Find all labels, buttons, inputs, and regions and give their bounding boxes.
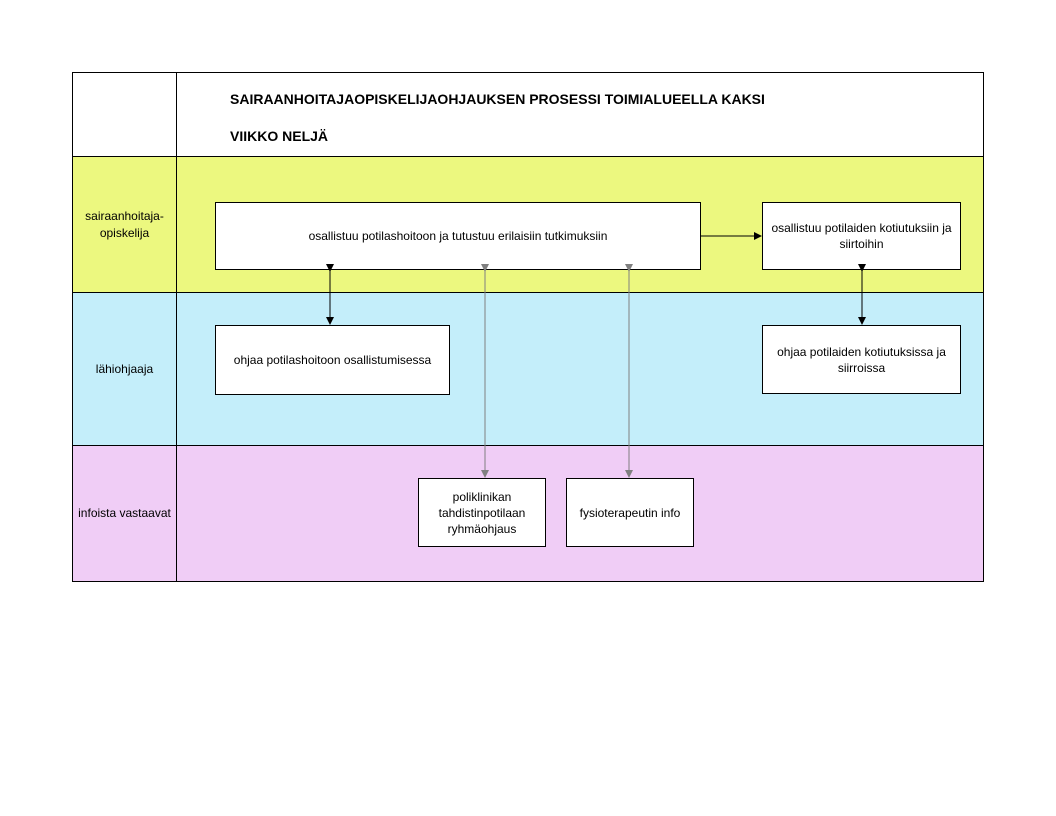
lane-label-supervisor: lähiohjaaja: [73, 293, 177, 445]
header-label-cell: [73, 73, 177, 156]
box-student-patient-care: osallistuu potilashoitoon ja tutustuu er…: [215, 202, 701, 270]
process-diagram: SAIRAANHOITAJAOPISKELIJAOHJAUKSEN PROSES…: [72, 72, 984, 582]
box-supervisor-discharge: ohjaa potilaiden kotiutuksissa ja siirro…: [762, 325, 961, 394]
lane-label-student-text: sairaanhoitaja-opiskelija: [85, 208, 164, 240]
lane-label-info: infoista vastaavat: [73, 446, 177, 581]
box-info-pacemaker: poliklinikan tahdistinpotilaan ryhmäohja…: [418, 478, 546, 547]
lane-info: infoista vastaavat: [73, 446, 983, 581]
lane-label-supervisor-text: lähiohjaaja: [95, 361, 154, 376]
lane-label-student: sairaanhoitaja-opiskelija: [73, 157, 177, 292]
box-supervisor-discharge-text: ohjaa potilaiden kotiutuksissa ja siirro…: [777, 344, 946, 375]
box-supervisor-care: ohjaa potilashoitoon osallistumisessa: [215, 325, 450, 395]
box-student-discharge: osallistuu potilaiden kotiutuksiin ja si…: [762, 202, 961, 270]
box-student-discharge-text: osallistuu potilaiden kotiutuksiin ja si…: [771, 221, 952, 251]
box-info-physio: fysioterapeutin info: [566, 478, 694, 547]
header-band: SAIRAANHOITAJAOPISKELIJAOHJAUKSEN PROSES…: [73, 73, 983, 157]
lane-label-info-text: infoista vastaavat: [78, 506, 171, 520]
box-supervisor-care-text: ohjaa potilashoitoon osallistumisessa: [233, 353, 432, 367]
diagram-title: SAIRAANHOITAJAOPISKELIJAOHJAUKSEN PROSES…: [230, 91, 765, 107]
box-info-pacemaker-text: poliklinikan tahdistinpotilaan ryhmäohja…: [438, 489, 526, 536]
box-info-physio-text: fysioterapeutin info: [579, 505, 681, 520]
box-student-patient-care-text: osallistuu potilashoitoon ja tutustuu er…: [308, 229, 608, 243]
diagram-subtitle: VIIKKO NELJÄ: [230, 128, 329, 144]
